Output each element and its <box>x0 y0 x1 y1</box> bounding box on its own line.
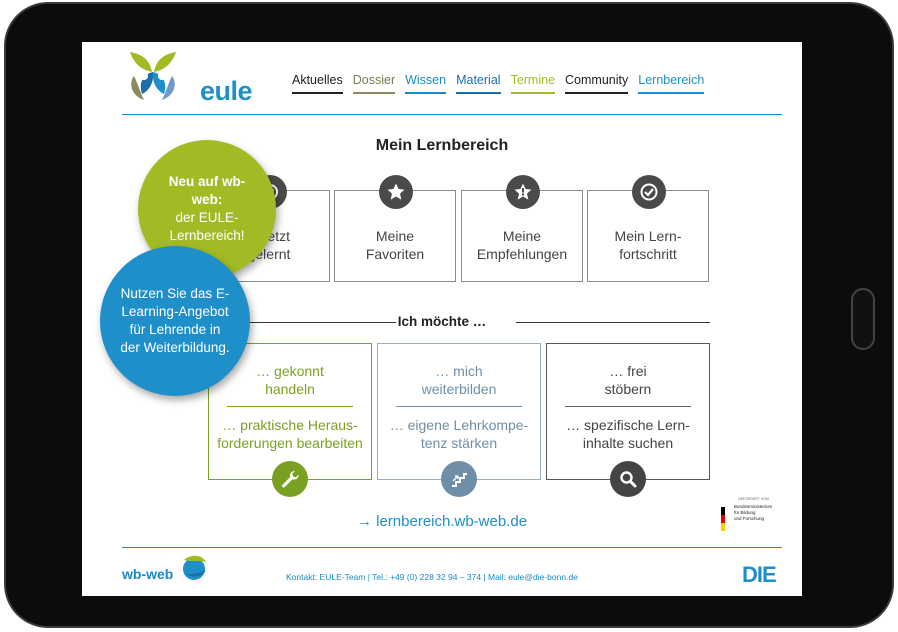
promo-bubble-blue: Nutzen Sie das E-Learning-Angebot für Le… <box>100 246 250 396</box>
eule-leaf-icon <box>130 52 176 100</box>
option-bottom-label: … praktische Heraus-forderungen bearbeit… <box>217 417 363 452</box>
divider-line-right <box>516 322 710 323</box>
wb-web-logo[interactable]: wb-web <box>122 555 206 582</box>
nav-item-termine[interactable]: Termine <box>510 73 556 94</box>
nav-item-lernbereich[interactable]: Lernbereich <box>638 73 705 94</box>
nav-item-aktuelles[interactable]: Aktuelles <box>292 73 343 94</box>
wb-web-logo-text: wb-web <box>122 566 174 582</box>
checkmark-icon <box>632 175 666 209</box>
lernbereich-link-text: lernbereich.wb-web.de <box>376 513 528 530</box>
search-icon <box>610 461 646 497</box>
page-title: Mein Lernbereich <box>375 137 509 154</box>
nav-item-dossier[interactable]: Dossier <box>352 73 396 94</box>
main-nav: Aktuelles Dossier Wissen Material Termine Com… <box>292 73 705 94</box>
nav-item-material[interactable]: Material <box>456 73 501 94</box>
nav-item-wissen[interactable]: Wissen <box>405 73 447 94</box>
wb-web-globe-icon <box>183 555 206 580</box>
screen: eule Aktuelles Dossier Wissen Material Termi… <box>82 42 802 596</box>
tablet-home-button <box>851 288 875 350</box>
header-divider <box>122 114 782 115</box>
tablet-frame: eule Aktuelles Dossier Wissen Material Termi… <box>4 2 894 628</box>
bmbf-small-text: GEFÖRDERT VOM <box>738 497 769 501</box>
divider-line-left <box>208 322 396 323</box>
arrow-right-icon: → <box>356 513 377 530</box>
option-separator <box>227 406 353 407</box>
nav-item-community[interactable]: Community <box>565 73 629 94</box>
promo-bubble-blue-text: Nutzen Sie das E-Learning-Angebot für Le… <box>120 285 230 356</box>
option-bottom-label: … eigene Lehrkompe-tenz stärken <box>389 417 529 452</box>
category-label: Mein Lern-fortschritt <box>614 228 682 263</box>
wrench-icon <box>272 461 308 497</box>
category-mein-lernfortschritt[interactable]: Mein Lern-fortschritt <box>587 175 709 282</box>
footer-contact: Kontakt: EULE-Team | Tel.: +49 (0) 228 3… <box>286 572 578 582</box>
eule-logo-text: eule <box>200 76 253 106</box>
promo-bubble-green-bold: Neu auf wb-web: <box>168 173 246 207</box>
eule-logo[interactable]: eule <box>124 50 253 106</box>
promo-bubble-green-text: der EULE-Lernbereich! <box>169 210 245 244</box>
footer-divider <box>122 547 782 548</box>
star-icon <box>379 175 413 209</box>
lernbereich-link[interactable]: → lernbereich.wb-web.de <box>82 513 802 530</box>
option-bottom-label: … spezifische Lern-inhalte suchen <box>566 417 690 452</box>
star-badge-icon <box>506 175 540 209</box>
option-separator <box>565 406 691 407</box>
ich-moechte-heading: Ich möchte … <box>397 314 487 329</box>
option-separator <box>396 406 522 407</box>
die-logo[interactable]: DIE <box>742 562 777 587</box>
stairs-icon <box>441 461 477 497</box>
german-flag-icon <box>721 507 725 531</box>
